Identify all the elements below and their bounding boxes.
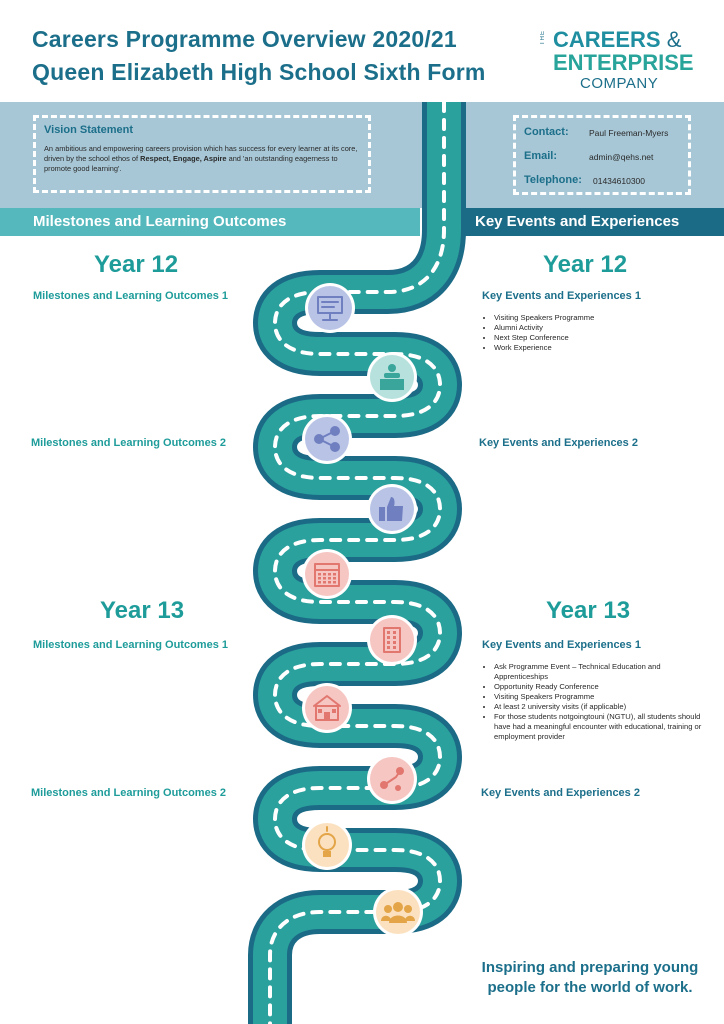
year13-right-heading: Year 13 xyxy=(546,597,631,624)
vision-statement-title: Vision Statement xyxy=(44,124,134,136)
contact-label: Contact: xyxy=(524,126,569,138)
year12-left-heading: Year 12 xyxy=(94,251,179,278)
page-title-line-2: Queen Elizabeth High School Sixth Form xyxy=(32,59,486,85)
year12-events-1-list: Visiting Speakers ProgrammeAlumni Activi… xyxy=(482,313,674,353)
event-list-item: Work Experience xyxy=(494,343,674,353)
thumbs-up-icon xyxy=(367,484,417,534)
tagline: Inspiring and preparing young people for… xyxy=(481,959,699,996)
year13-events-2: Key Events and Experiences 2 xyxy=(481,787,640,799)
share-network-icon xyxy=(302,414,352,464)
year13-events-1-list: Ask Programme Event – Technical Educatio… xyxy=(482,662,702,742)
careers-enterprise-logo: THE CAREERS & ENTERPRISE COMPANY xyxy=(540,26,700,96)
road-edge xyxy=(248,102,466,1024)
light-bulb-icon xyxy=(302,820,352,870)
milestones-header-bar xyxy=(0,208,420,236)
event-list-item: Ask Programme Event – Technical Educatio… xyxy=(494,662,702,682)
school-building-icon xyxy=(302,683,352,733)
milestones-header: Milestones and Learning Outcomes xyxy=(33,213,287,230)
calendar-icon xyxy=(302,549,352,599)
year12-events-1: Key Events and Experiences 1 xyxy=(482,290,641,302)
year13-left-heading: Year 13 xyxy=(100,597,185,624)
event-list-item: For those students notgoingtouni (NGTU),… xyxy=(494,712,702,742)
event-list-item: Alumni Activity xyxy=(494,323,674,333)
year12-milestones-1: Milestones and Learning Outcomes 1 xyxy=(33,290,228,302)
year12-events-2: Key Events and Experiences 2 xyxy=(479,437,638,449)
year12-right-heading: Year 12 xyxy=(543,251,628,278)
logo-line-1: CAREERS & xyxy=(553,27,682,52)
logo-line-2: ENTERPRISE xyxy=(553,50,694,75)
office-building-icon xyxy=(367,615,417,665)
vision-statement-box: Vision Statement An ambitious and empowe… xyxy=(33,115,371,193)
year13-milestones-1: Milestones and Learning Outcomes 1 xyxy=(33,639,228,651)
event-list-item: Visiting Speakers Programme xyxy=(494,313,674,323)
vision-statement-text: An ambitious and empowering careers prov… xyxy=(44,144,358,173)
contact-name: Paul Freeman-Myers xyxy=(589,128,669,138)
event-list-item: Opportunity Ready Conference xyxy=(494,682,702,692)
year13-milestones-2: Milestones and Learning Outcomes 2 xyxy=(31,787,226,799)
event-list-item: Visiting Speakers Programme xyxy=(494,692,702,702)
telephone-label: Telephone: xyxy=(524,174,582,186)
route-map-pin-icon xyxy=(367,754,417,804)
email-label: Email: xyxy=(524,150,558,162)
key-events-header: Key Events and Experiences xyxy=(475,213,680,230)
page-title-line-1: Careers Programme Overview 2020/21 xyxy=(32,26,457,52)
road-centre-line xyxy=(268,100,446,1024)
year12-milestones-2: Milestones and Learning Outcomes 2 xyxy=(31,437,226,449)
logo-line-3: COMPANY xyxy=(580,75,659,92)
presentation-board-icon xyxy=(305,283,355,333)
event-list-item: Next Step Conference xyxy=(494,333,674,343)
contact-box: Contact: Paul Freeman-Myers Email: admin… xyxy=(513,115,691,195)
telephone-value[interactable]: 01434610300 xyxy=(593,176,646,186)
group-people-icon xyxy=(373,887,423,937)
email-value[interactable]: admin@qehs.net xyxy=(589,152,654,162)
event-list-item: At least 2 university visits (if applica… xyxy=(494,702,702,712)
year13-events-1: Key Events and Experiences 1 xyxy=(482,639,641,651)
key-events-header-bar xyxy=(462,208,724,236)
lecturer-podium-icon xyxy=(367,352,417,402)
